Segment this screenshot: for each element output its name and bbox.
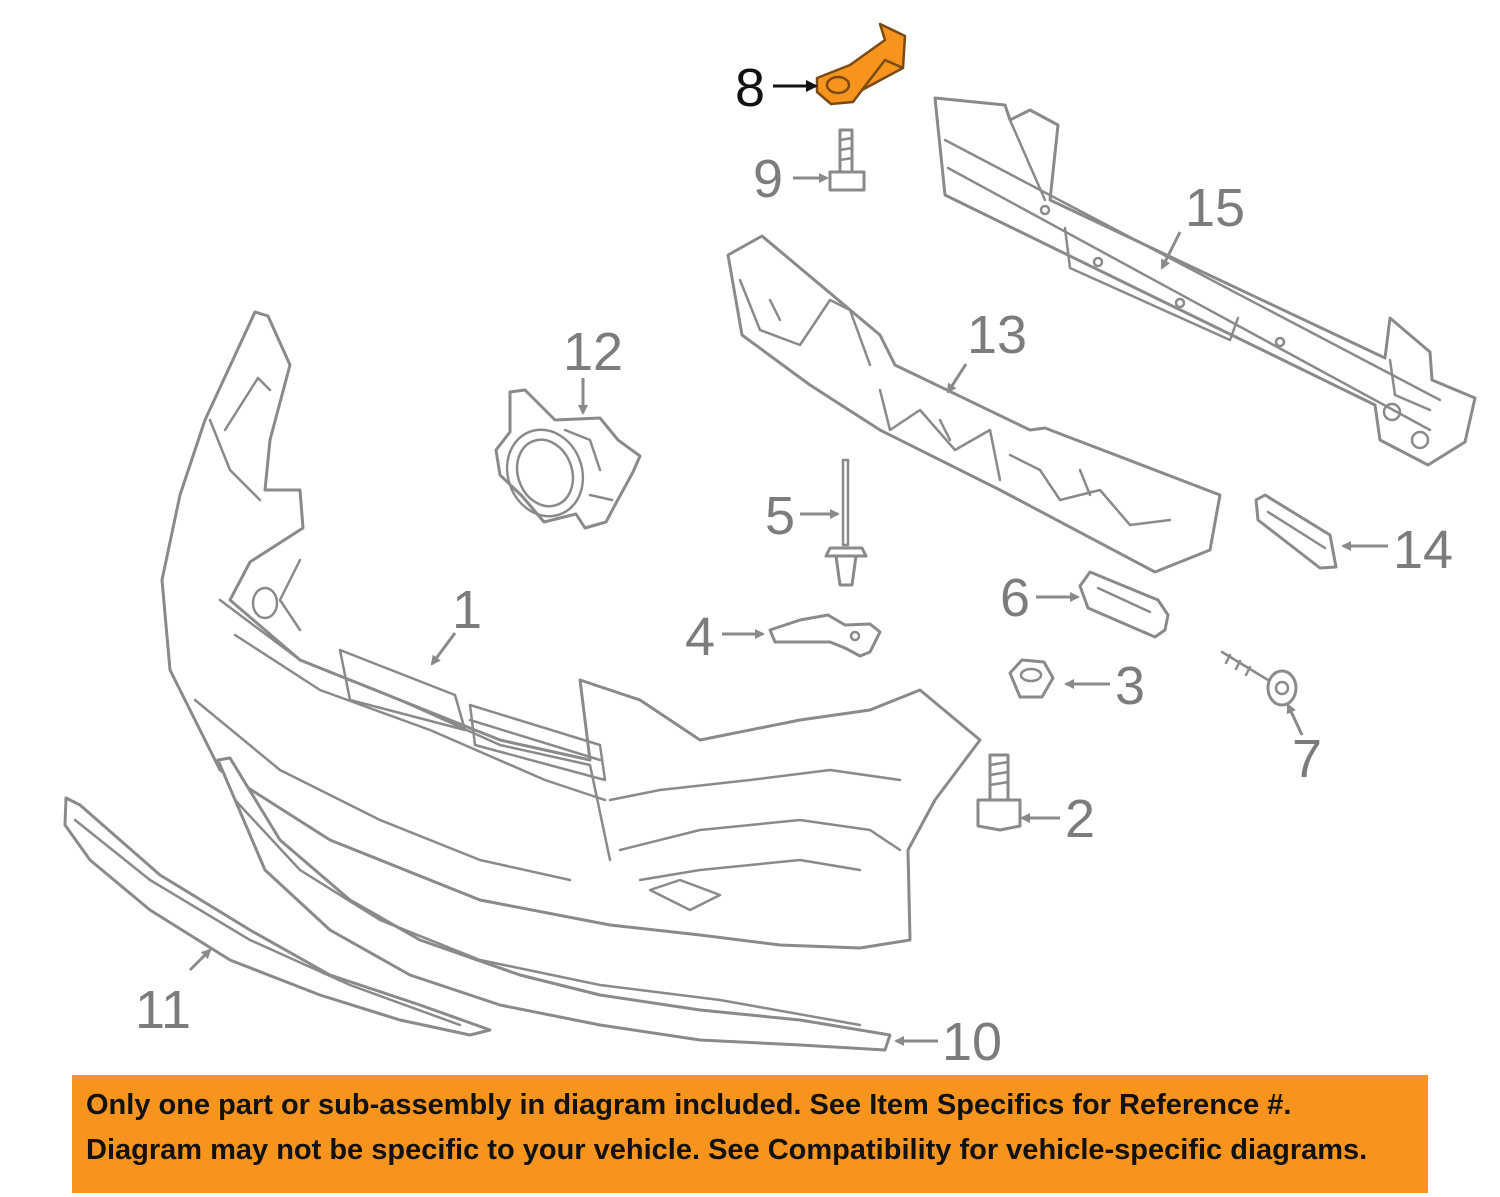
part-8-bracket-highlighted bbox=[815, 22, 907, 106]
callout-12: 12 bbox=[563, 322, 623, 382]
callout-7: 7 bbox=[1292, 729, 1322, 789]
part-6-bracket bbox=[1078, 570, 1170, 639]
callout-15: 15 bbox=[1185, 178, 1245, 238]
disclaimer-banner: Only one part or sub-assembly in diagram… bbox=[72, 1075, 1428, 1193]
callout-9: 9 bbox=[753, 149, 783, 209]
part-4-bracket bbox=[768, 613, 882, 658]
part-13-energy-absorber bbox=[726, 234, 1222, 574]
part-3-nut bbox=[1008, 658, 1055, 699]
callout-2: 2 bbox=[1065, 789, 1095, 849]
part-5-clip bbox=[824, 458, 868, 587]
callout-6: 6 bbox=[1000, 568, 1030, 628]
disclaimer-line-1: Only one part or sub-assembly in diagram… bbox=[86, 1089, 1292, 1121]
callout-3: 3 bbox=[1115, 656, 1145, 716]
part-7-screw bbox=[1220, 650, 1298, 707]
disclaimer-line-2: Diagram may not be specific to your vehi… bbox=[86, 1134, 1368, 1166]
callout-1: 1 bbox=[452, 580, 482, 640]
callout-10: 10 bbox=[942, 1012, 1002, 1072]
callout-13: 13 bbox=[967, 305, 1027, 365]
callout-4: 4 bbox=[685, 607, 715, 667]
part-10-lower-lip bbox=[216, 756, 892, 1052]
part-2-bolt bbox=[976, 753, 1022, 832]
callout-11: 11 bbox=[135, 980, 191, 1040]
part-15-reinforcement-bar bbox=[933, 96, 1477, 467]
callout-8: 8 bbox=[735, 58, 765, 118]
part-11-deflector bbox=[63, 796, 492, 1037]
part-1-bumper-cover bbox=[160, 310, 982, 950]
leader-lines bbox=[188, 80, 1388, 1046]
part-9-bolt bbox=[828, 128, 866, 192]
part-12-fog-lamp-bracket bbox=[494, 388, 642, 530]
callout-5: 5 bbox=[765, 486, 795, 546]
parts-diagram: 8 9 15 12 13 5 14 6 1 4 3 7 2 11 10 bbox=[63, 22, 1477, 1072]
part-14-bracket bbox=[1254, 493, 1338, 570]
callout-14: 14 bbox=[1393, 520, 1453, 580]
